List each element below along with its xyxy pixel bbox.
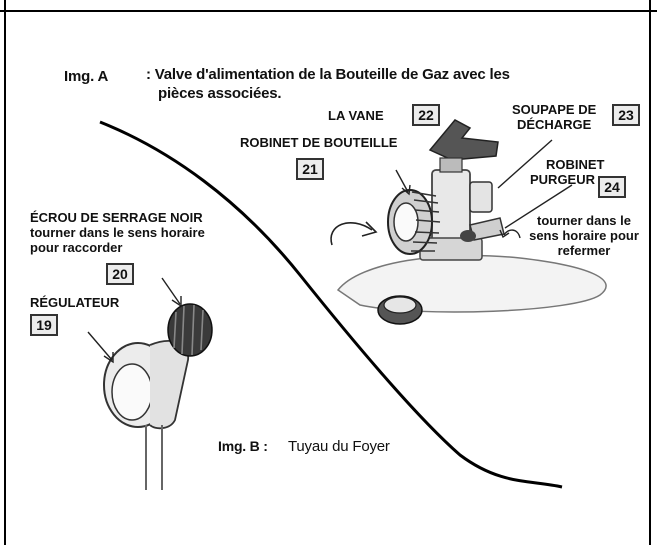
collar-nut	[377, 295, 423, 325]
part-number-19: 19	[30, 314, 58, 336]
divider-line	[99, 120, 563, 489]
label-la-vane: LA VANE	[328, 108, 384, 123]
label-robinet-bouteille: ROBINET DE BOUTEILLE	[240, 135, 398, 150]
black-coupling-nut	[167, 303, 213, 357]
img-a-label: Img. A	[64, 68, 109, 85]
part-number-24: 24	[598, 176, 626, 198]
leader-23	[497, 139, 553, 189]
instruction-line3: refermer	[557, 243, 611, 258]
label-soupape: SOUPAPE DE DÉCHARGE	[512, 102, 596, 132]
instruction-close: tourner dans le sens horaire pour referm…	[518, 213, 650, 258]
label-robinet-purgeur-line2: PURGEUR	[530, 172, 596, 187]
frame-top-bar	[0, 0, 657, 12]
frame-corner-left	[4, 0, 6, 10]
img-a-caption-line1: : Valve d'alimentation de la Bouteille d…	[146, 66, 510, 83]
leader-21	[395, 169, 409, 193]
leader-24	[504, 184, 573, 229]
frame-left-border	[4, 10, 6, 545]
part-number-20: 20	[106, 263, 134, 285]
img-b-caption: Tuyau du Foyer	[288, 438, 390, 455]
rotate-arrow-left	[330, 221, 373, 246]
leader-19	[87, 331, 113, 361]
part-number-23: 23	[612, 104, 640, 126]
handwheel	[428, 119, 499, 161]
frame-right-border	[649, 10, 651, 545]
label-ecrou: ÉCROU DE SERRAGE NOIR tourner dans le se…	[30, 210, 205, 255]
part-number-21: 21	[296, 158, 324, 180]
img-a-caption-line2: pièces associées.	[158, 85, 282, 102]
label-soupape-line2: DÉCHARGE	[516, 117, 592, 132]
threaded-outlet	[387, 189, 441, 255]
rotate-arrow-right	[503, 229, 521, 239]
label-ecrou-line1: ÉCROU DE SERRAGE NOIR	[30, 210, 203, 225]
frame-corner-right	[649, 0, 651, 10]
img-b-label: Img. B :	[218, 438, 268, 454]
label-ecrou-line2: tourner dans le sens horaire	[30, 225, 205, 240]
leader-20	[161, 277, 181, 305]
instruction-line2: sens horaire pour	[529, 228, 639, 243]
relief-valve	[469, 181, 493, 213]
label-ecrou-line3: pour raccorder	[30, 240, 123, 255]
instruction-line1: tourner dans le	[537, 213, 631, 228]
label-robinet-purgeur-line1: ROBINET	[546, 157, 605, 172]
tank-top	[336, 254, 607, 313]
label-soupape-line1: SOUPAPE DE	[512, 102, 597, 117]
hose	[145, 425, 163, 490]
regulator	[103, 340, 189, 430]
label-regulateur: RÉGULATEUR	[30, 295, 120, 310]
part-number-22: 22	[412, 104, 440, 126]
